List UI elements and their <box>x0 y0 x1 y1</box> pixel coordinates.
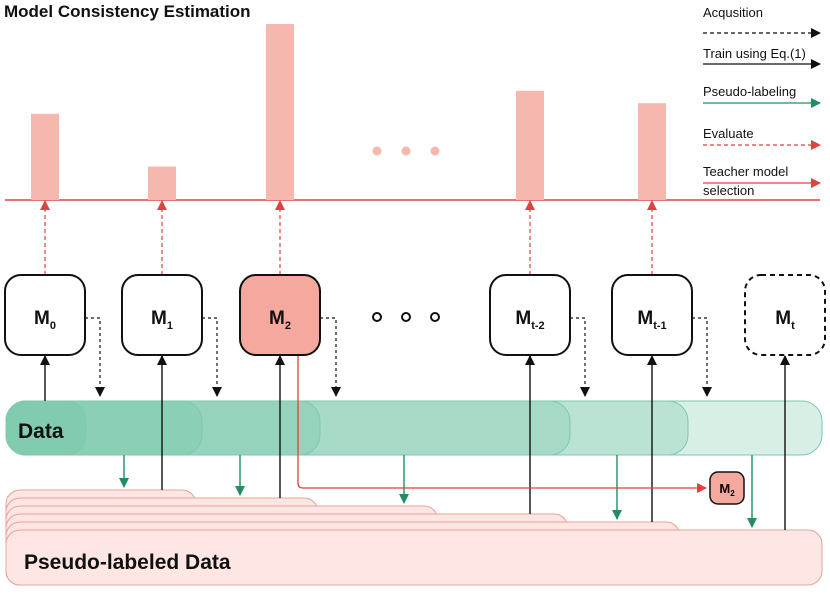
legend-label: Acqusition <box>703 5 763 20</box>
pseudo-labeled-data-stack <box>5 489 823 586</box>
legend-item-4: Teacher model selection <box>703 164 821 198</box>
model-3: Mt-2 <box>489 274 571 356</box>
band-labels: Data Pseudo-labeled Data <box>18 420 231 574</box>
consistency-bar-3 <box>516 90 544 200</box>
pseudo-labeled-data-layer <box>5 529 823 586</box>
data-band <box>5 400 823 456</box>
acquisition-arrow <box>692 317 712 397</box>
model-label: M0 <box>34 308 56 332</box>
acquisition-arrow <box>570 317 590 397</box>
model-1: M1 <box>121 274 203 356</box>
legend-label: Pseudo-labeling <box>703 84 796 99</box>
model-box <box>744 274 826 356</box>
model-2: M2 <box>239 274 321 356</box>
model-ellipsis-dot <box>372 312 382 322</box>
ellipsis-dots <box>372 146 440 322</box>
legend-item-0: Acqusition <box>703 5 821 38</box>
chart-ellipsis-dot <box>372 146 382 156</box>
model-label: Mt-2 <box>515 308 544 332</box>
teacher-badge-box <box>709 471 745 505</box>
model-0: M0 <box>4 274 86 356</box>
diagram-title: Model Consistency Estimation <box>4 2 251 21</box>
legend-label: Evaluate <box>703 126 754 141</box>
consistency-bar-0 <box>31 113 59 200</box>
model-row: M0 M1 M2 Mt-2 Mt-1 Mt <box>4 274 826 356</box>
flow-arrows <box>40 200 790 530</box>
consistency-bar-4 <box>638 103 666 200</box>
teacher-model-badge: M2 <box>709 471 745 505</box>
acquisition-arrow <box>85 317 105 397</box>
consistency-bar-1 <box>148 166 176 200</box>
teacher-selection-arrow <box>297 355 707 493</box>
model-box <box>489 274 571 356</box>
model-box <box>121 274 203 356</box>
model-box <box>4 274 86 356</box>
consistency-bar-chart <box>5 24 820 201</box>
legend-label: Train using Eq.(1) <box>703 46 806 61</box>
chart-ellipsis-dot <box>430 146 440 156</box>
data-band-segment <box>5 400 87 456</box>
model-ellipsis-dot <box>401 312 411 322</box>
acquisition-arrow <box>320 317 341 397</box>
teacher-badge-label: M2 <box>719 481 735 498</box>
model-box <box>611 274 693 356</box>
model-ellipsis-dot <box>430 312 440 322</box>
model-label: M2 <box>269 308 291 332</box>
model-label: Mt-1 <box>637 308 666 332</box>
model-4: Mt-1 <box>611 274 693 356</box>
acquisition-arrow <box>202 317 222 397</box>
pseudo-labeled-data-label: Pseudo-labeled Data <box>24 551 231 574</box>
legend-label: Teacher model <box>703 164 788 179</box>
legend-item-2: Pseudo-labeling <box>703 84 821 108</box>
chart-ellipsis-dot <box>401 146 411 156</box>
model-box <box>239 274 321 356</box>
consistency-bar-2 <box>266 24 294 200</box>
model-label: M1 <box>151 308 173 332</box>
model-label: Mt <box>775 308 795 332</box>
legend-item-1: Train using Eq.(1) <box>703 46 821 69</box>
legend-label-2: selection <box>703 183 754 198</box>
data-band-label: Data <box>18 420 64 443</box>
model-5: Mt <box>744 274 826 356</box>
legend-item-3: Evaluate <box>703 126 821 150</box>
